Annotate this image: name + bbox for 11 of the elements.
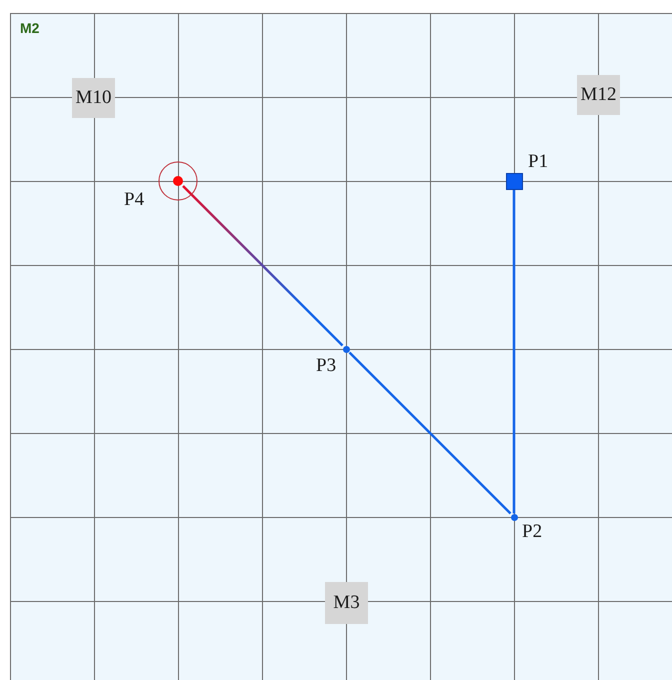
map-label-box: M3 — [325, 582, 368, 624]
map-label-box: M10 — [72, 78, 115, 118]
connecting-line — [182, 185, 344, 346]
connecting-line — [348, 352, 512, 514]
point-label: P1 — [528, 151, 548, 173]
connecting-line — [512, 190, 516, 514]
point-label: P2 — [522, 521, 542, 543]
map-label-box: M12 — [577, 75, 620, 115]
point-label: P4 — [124, 189, 144, 211]
map-corner-label: M2 — [20, 20, 40, 36]
point-label: P3 — [316, 355, 336, 377]
